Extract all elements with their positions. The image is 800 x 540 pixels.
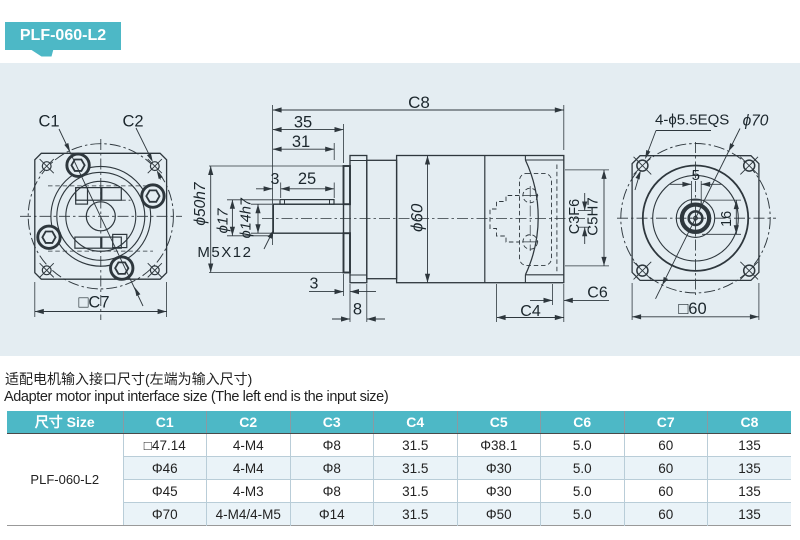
svg-text:ϕ14h7: ϕ14h7 bbox=[239, 197, 255, 238]
svg-text:C4: C4 bbox=[520, 303, 541, 320]
svg-text:ϕ17: ϕ17 bbox=[215, 208, 232, 234]
svg-text:C1: C1 bbox=[38, 113, 59, 131]
svg-text:ϕ60: ϕ60 bbox=[408, 203, 427, 232]
svg-text:ϕ70: ϕ70 bbox=[743, 113, 769, 130]
svg-text:C6: C6 bbox=[587, 285, 608, 302]
svg-text:C8: C8 bbox=[408, 93, 430, 112]
svg-text:25: 25 bbox=[298, 170, 316, 188]
svg-text:16: 16 bbox=[719, 211, 735, 227]
svg-text:□C7: □C7 bbox=[78, 294, 109, 312]
svg-text:C2: C2 bbox=[122, 113, 143, 131]
svg-text:4-ϕ5.5EQS: 4-ϕ5.5EQS bbox=[655, 112, 729, 129]
svg-text:C5H7: C5H7 bbox=[585, 197, 602, 235]
svg-text:5: 5 bbox=[692, 167, 700, 184]
svg-text:8: 8 bbox=[353, 301, 362, 319]
svg-text:3: 3 bbox=[310, 276, 319, 293]
svg-text:C3F6: C3F6 bbox=[567, 199, 583, 234]
svg-text:□60: □60 bbox=[678, 300, 706, 318]
svg-text:ϕ50h7: ϕ50h7 bbox=[192, 181, 209, 225]
svg-text:35: 35 bbox=[294, 114, 312, 132]
svg-text:3: 3 bbox=[271, 171, 280, 188]
svg-text:31: 31 bbox=[292, 133, 310, 151]
svg-text:M5X12: M5X12 bbox=[197, 244, 252, 261]
